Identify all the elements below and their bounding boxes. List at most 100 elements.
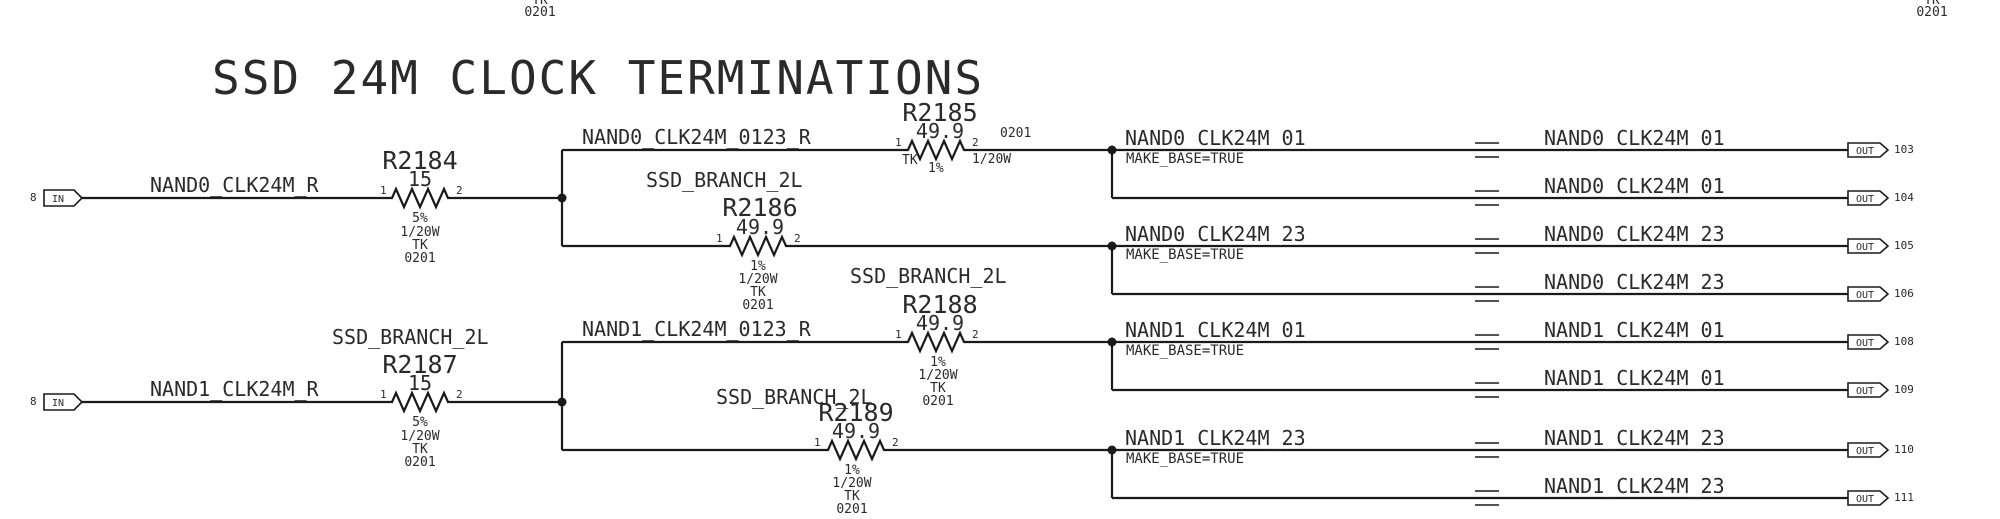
- pin-number: 2: [972, 136, 979, 149]
- make-base-label: MAKE_BASE=TRUE: [1126, 247, 1244, 263]
- net-tie-symbol: [1475, 286, 1499, 302]
- resistor-package: 0201: [922, 394, 953, 409]
- output-port-label: OUT: [1856, 386, 1874, 397]
- output-port-number: 108: [1894, 335, 1914, 348]
- resistor-grade: TK: [902, 153, 918, 168]
- branch-label: SSD_BRANCH_2L: [716, 385, 873, 409]
- make-base-label: MAKE_BASE=TRUE: [1126, 343, 1244, 359]
- resistor-value: 49.9: [832, 419, 880, 443]
- resistor-ref: R2189: [818, 398, 893, 427]
- resistor-package: 0201: [404, 251, 435, 266]
- resistor-ref: R2185: [902, 98, 977, 127]
- net-tie-symbol: [1475, 382, 1499, 398]
- resistor-tolerance: 1%: [750, 259, 766, 274]
- output-port-label: OUT: [1856, 290, 1874, 301]
- output-port-label: OUT: [1856, 338, 1874, 349]
- input-port-number: 8: [30, 191, 37, 204]
- resistor-ref: R2188: [902, 290, 977, 319]
- resistor-tolerance: 5%: [412, 415, 428, 430]
- branch-label: SSD_BRANCH_2L: [850, 264, 1007, 288]
- resistor-r2187[interactable]: R2187 15 1 2 5% 1/20W TK 0201: [380, 350, 463, 470]
- input-port-label: IN: [52, 194, 64, 205]
- make-base-label: MAKE_BASE=TRUE: [1126, 451, 1244, 467]
- resistor-power: 1/20W: [738, 272, 777, 287]
- resistor-value: 15: [408, 167, 432, 191]
- output-port-number: 103: [1894, 143, 1914, 156]
- output-port-110[interactable]: OUT 110: [1847, 442, 1914, 458]
- output-port-104[interactable]: OUT 104: [1847, 190, 1914, 206]
- net-label-out-110: NAND1_CLK24M_23: [1544, 426, 1725, 450]
- output-port-109[interactable]: OUT 109: [1847, 382, 1914, 398]
- output-port-105[interactable]: OUT 105: [1847, 238, 1914, 254]
- net-label-out-105: NAND0_CLK24M_23: [1544, 222, 1725, 246]
- output-port-label: OUT: [1856, 494, 1874, 505]
- resistor-r2184[interactable]: R2184 15 1 2 5% 1/20W TK 0201: [380, 146, 463, 266]
- resistor-r2189[interactable]: R2189 49.9 1 2 1% 1/20W TK 0201: [814, 398, 899, 517]
- top-fragment-pkg: 0201: [524, 5, 555, 20]
- net-tie-symbol: [1475, 190, 1499, 206]
- resistor-tolerance: 5%: [412, 211, 428, 226]
- output-port-number: 104: [1894, 191, 1914, 204]
- resistor-tolerance: 1%: [930, 355, 946, 370]
- net-tie-symbol: [1475, 490, 1499, 506]
- pin-number: 1: [895, 328, 902, 341]
- net-label-nand0-mid: NAND0_CLK24M_0123_R: [582, 125, 812, 149]
- resistor-grade: TK: [930, 381, 946, 396]
- net-label-out-111: NAND1_CLK24M_23: [1544, 474, 1725, 498]
- branch-label: SSD_BRANCH_2L: [332, 325, 489, 349]
- net-label-out-104: NAND0_CLK24M_01: [1544, 174, 1725, 198]
- resistor-power: 1/20W: [400, 429, 439, 444]
- resistor-package: 0201: [1000, 126, 1031, 141]
- pin-number: 1: [380, 184, 387, 197]
- resistor-r2185[interactable]: R2185 49.9 1 2 0201 TK 1% 1/20W: [895, 98, 1031, 176]
- net-label-out-108: NAND1_CLK24M_01: [1544, 318, 1725, 342]
- sheet-title: SSD 24M CLOCK TERMINATIONS: [212, 51, 984, 105]
- input-port-nand0[interactable]: IN 8: [30, 189, 84, 207]
- output-port-number: 111: [1894, 491, 1914, 504]
- pin-number: 1: [716, 232, 723, 245]
- pin-number: 1: [895, 136, 902, 149]
- net-label-nand1-mid: NAND1_CLK24M_0123_R: [582, 317, 812, 341]
- output-port-number: 110: [1894, 443, 1914, 456]
- net-tie-symbol: [1475, 334, 1499, 350]
- resistor-power: 1/20W: [832, 476, 871, 491]
- input-port-label: IN: [52, 398, 64, 409]
- resistor-r2186[interactable]: R2186 49.9 1 2 1% 1/20W TK 0201: [716, 193, 801, 313]
- output-port-number: 109: [1894, 383, 1914, 396]
- output-port-label: OUT: [1856, 242, 1874, 253]
- resistor-value: 49.9: [736, 215, 784, 239]
- output-port-103[interactable]: OUT 103: [1847, 142, 1914, 158]
- net-label-nand0-in: NAND0_CLK24M_R: [150, 173, 320, 197]
- resistor-grade: TK: [412, 442, 428, 457]
- resistor-grade: TK: [750, 285, 766, 300]
- resistor-tolerance: 1%: [844, 463, 860, 478]
- top-fragment-grade: TK: [1924, 0, 1940, 8]
- net-label-nand1-in: NAND1_CLK24M_R: [150, 377, 320, 401]
- pin-number: 2: [972, 328, 979, 341]
- resistor-tolerance: 1%: [928, 161, 944, 176]
- output-port-106[interactable]: OUT 106: [1847, 286, 1914, 302]
- output-port-108[interactable]: OUT 108: [1847, 334, 1914, 350]
- output-port-label: OUT: [1856, 146, 1874, 157]
- output-port-111[interactable]: OUT 111: [1847, 490, 1914, 506]
- resistor-value: 15: [408, 371, 432, 395]
- pin-number: 2: [456, 388, 463, 401]
- pin-number: 1: [814, 436, 821, 449]
- net-label-out-106: NAND0_CLK24M_23: [1544, 270, 1725, 294]
- output-port-number: 105: [1894, 239, 1914, 252]
- net-label-out-103: NAND0_CLK24M_01: [1544, 126, 1725, 150]
- net-label-out-109: NAND1_CLK24M_01: [1544, 366, 1725, 390]
- branch-label: SSD_BRANCH_2L: [646, 168, 803, 192]
- resistor-r2188[interactable]: R2188 49.9 1 2 1% 1/20W TK 0201: [895, 290, 979, 409]
- pin-number: 2: [892, 436, 899, 449]
- input-port-nand1[interactable]: IN 8: [30, 393, 84, 411]
- output-port-label: OUT: [1856, 446, 1874, 457]
- resistor-package: 0201: [742, 298, 773, 313]
- resistor-grade: TK: [412, 238, 428, 253]
- top-fragment-grade: TK: [532, 0, 548, 8]
- resistor-power: 1/20W: [918, 368, 957, 383]
- output-port-label: OUT: [1856, 194, 1874, 205]
- resistor-package: 0201: [404, 455, 435, 470]
- resistor-value: 49.9: [916, 311, 964, 335]
